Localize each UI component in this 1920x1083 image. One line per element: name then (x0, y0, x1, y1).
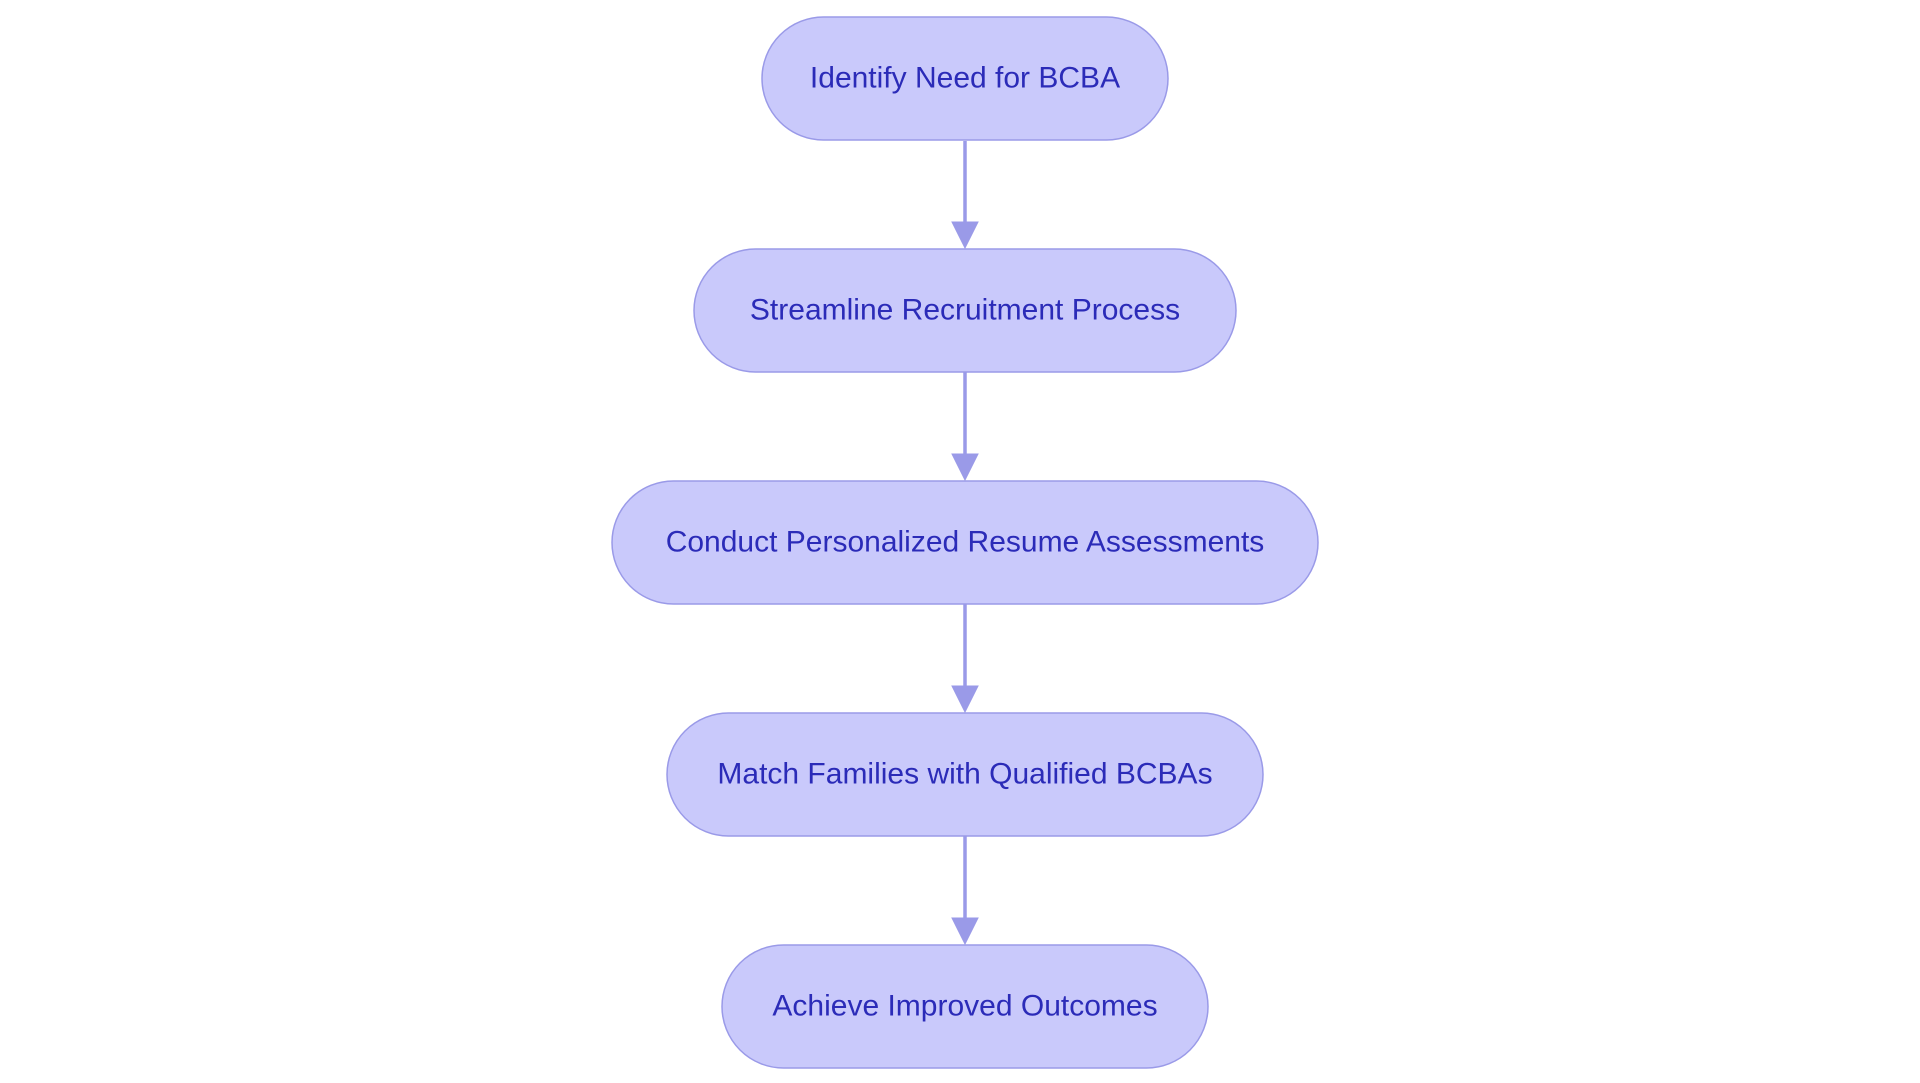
node-pill (721, 944, 1209, 1069)
node-pill (611, 480, 1319, 605)
arrow-head-icon (951, 917, 979, 946)
node-label: Achieve Improved Outcomes (772, 990, 1157, 1023)
arrow-head-icon (951, 685, 979, 714)
flow-node-identify-need: Identify Need for BCBA (761, 16, 1169, 141)
node-label: Identify Need for BCBA (810, 62, 1120, 95)
flow-node-match-families: Match Families with Qualified BCBAs (666, 712, 1264, 837)
node-pill (693, 248, 1237, 373)
edge-n4-n5 (951, 836, 979, 946)
flow-node-streamline-recruitment: Streamline Recruitment Process (693, 248, 1237, 373)
node-label: Match Families with Qualified BCBAs (717, 758, 1212, 791)
node-label: Streamline Recruitment Process (750, 294, 1180, 327)
arrow-head-icon (951, 221, 979, 250)
node-pill (666, 712, 1264, 837)
node-label: Conduct Personalized Resume Assessments (666, 526, 1265, 559)
edge-n1-n2 (951, 141, 979, 250)
edge-n3-n4 (951, 604, 979, 714)
flow-node-resume-assessments: Conduct Personalized Resume Assessments (611, 480, 1319, 605)
flow-node-improved-outcomes: Achieve Improved Outcomes (721, 944, 1209, 1069)
arrow-head-icon (951, 453, 979, 482)
node-pill (761, 16, 1169, 141)
edge-n2-n3 (951, 372, 979, 482)
